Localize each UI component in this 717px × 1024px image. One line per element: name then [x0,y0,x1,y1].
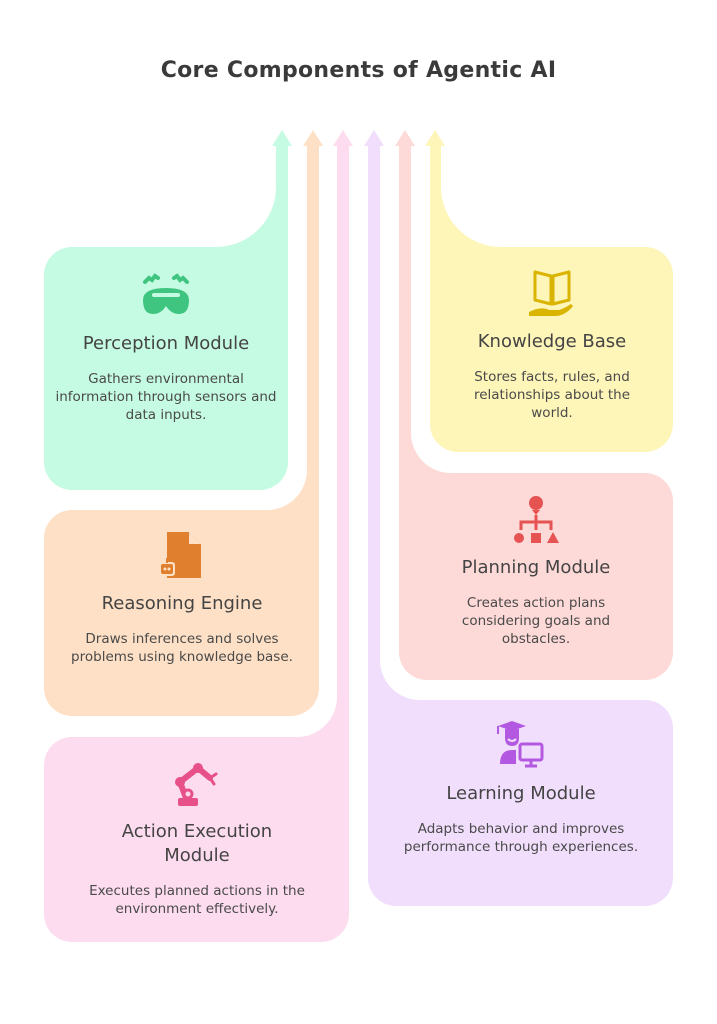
plan-hierarchy-icon [514,496,559,543]
planning-arrow-shape [395,130,673,680]
component-description: Draws inferences and solves problems usi… [71,631,293,665]
vr-headset-icon [143,273,189,314]
robot-document-icon [159,532,201,578]
reasoning-arrow-shape [44,130,323,716]
component-title: Perception Module [82,333,250,354]
component-title: Knowledge Base [477,331,627,352]
component-description: Stores facts, rules, and relationships a… [473,369,631,421]
card-knowledge-base: Knowledge Base Stores facts, rules, and … [452,268,652,422]
card-action-execution-module: Action Execution Module Executes planned… [64,758,330,918]
component-title: Reasoning Engine [101,593,263,614]
perception-arrow-shape [44,130,292,490]
component-description: Creates action plans considering goals a… [461,595,611,647]
component-description: Gathers environmental information throug… [55,371,277,423]
knowledge-arrow-shape [425,130,673,452]
component-title: Learning Module [446,783,596,804]
component-description: Adapts behavior and improves performance… [403,821,639,855]
component-title: Planning Module [461,557,611,578]
card-learning-module: Learning Module Adapts behavior and impr… [396,720,646,856]
student-computer-icon [497,721,544,768]
diagram-title: Core Components of Agentic AI [160,58,557,83]
component-title: Action Execution Module [121,821,273,866]
open-book-hand-icon [529,270,573,316]
component-description: Executes planned actions in the environm… [89,883,305,917]
learning-arrow-shape [364,130,673,906]
robot-arm-icon [175,763,218,806]
card-perception-module: Perception Module Gathers environmental … [54,270,278,424]
action-arrow-shape [44,130,353,942]
card-reasoning-engine: Reasoning Engine Draws inferences and so… [64,530,300,666]
card-planning-module: Planning Module Creates action plans con… [430,494,642,648]
